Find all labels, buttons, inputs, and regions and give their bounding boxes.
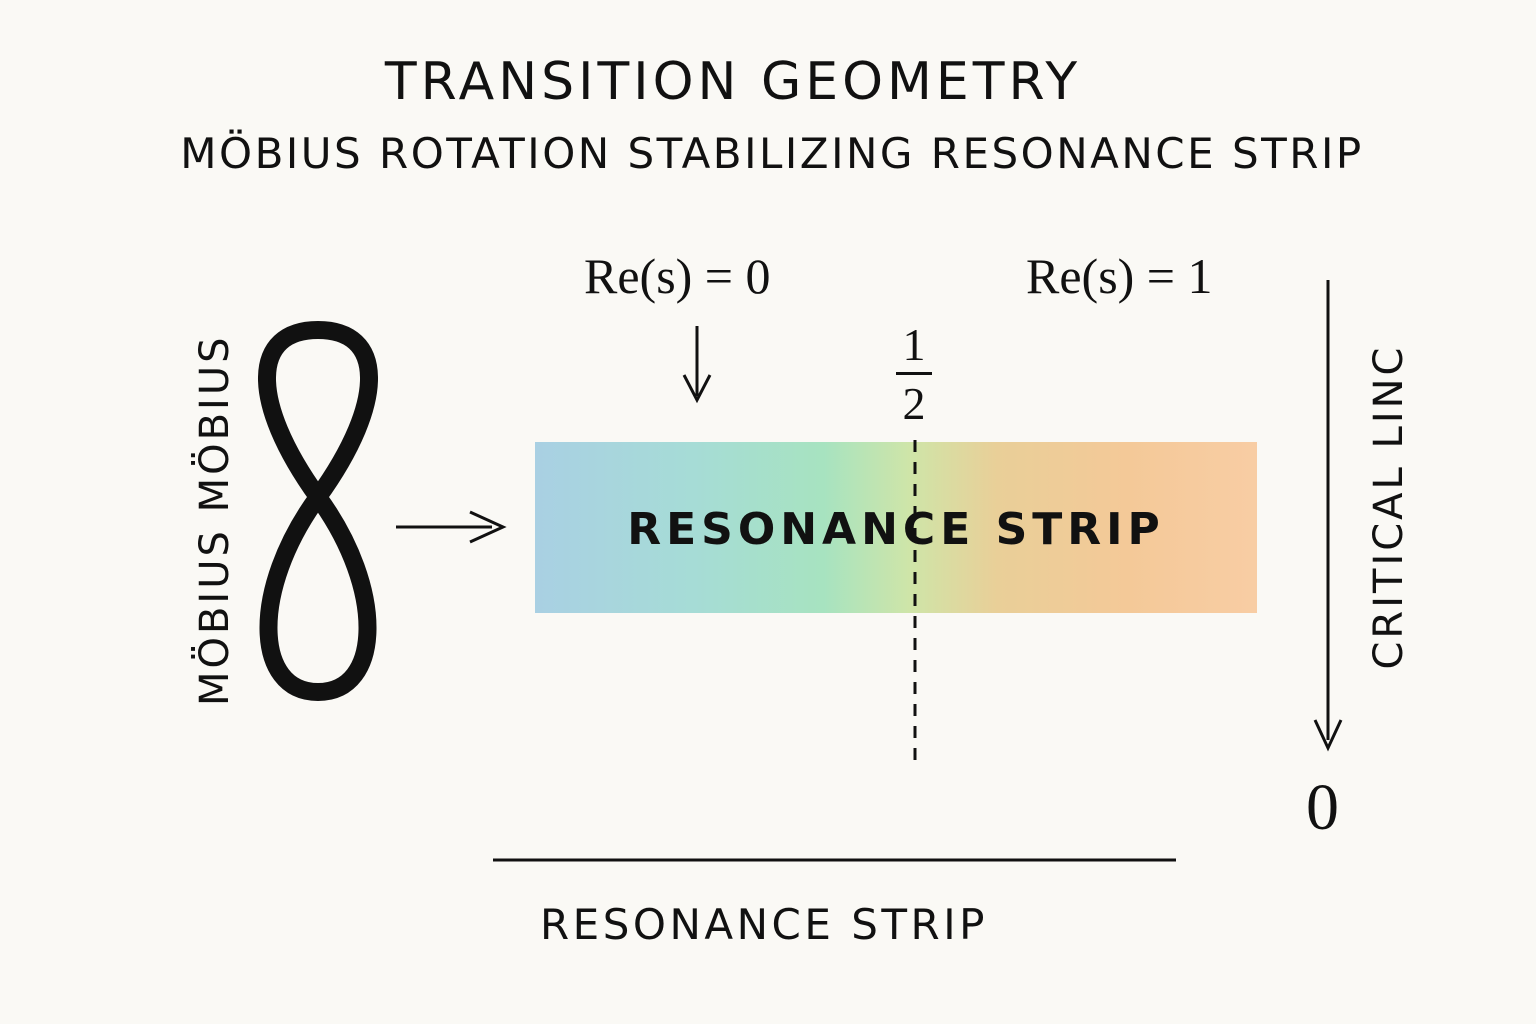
re-zero-text: Re(s) = 0 <box>584 248 771 304</box>
re-zero-label: Re(s) = 0 <box>584 248 771 304</box>
mobius-vertical-label: MÖBIUS MÖBIUS <box>192 334 238 706</box>
critical-line-vertical-label: CRITICAL LINC <box>1366 344 1412 670</box>
re-one-label: Re(s) = 1 <box>1026 248 1213 304</box>
fraction-bar <box>896 372 932 375</box>
diagram-title: TRANSITION GEOMETRY <box>384 52 1082 112</box>
resonance-strip <box>535 442 1257 613</box>
one-half-fraction: 1 2 <box>896 322 932 427</box>
figure-eight-loop-icon <box>258 321 378 701</box>
zero-label: 0 <box>1306 771 1339 844</box>
diagram-subtitle: MÖBIUS ROTATION STABILIZING RESONANCE ST… <box>180 129 1364 178</box>
resonance-strip-label: RESONANCE STRIP <box>627 504 1165 555</box>
re-one-text: Re(s) = 1 <box>1026 248 1213 304</box>
bottom-resonance-label: RESONANCE STRIP <box>540 900 988 949</box>
fraction-numerator: 1 <box>902 319 926 370</box>
arrow-right-icon <box>396 510 507 544</box>
fraction-denominator: 2 <box>902 378 926 429</box>
arrow-down-long-icon <box>1313 280 1343 752</box>
arrow-down-icon <box>682 326 712 404</box>
